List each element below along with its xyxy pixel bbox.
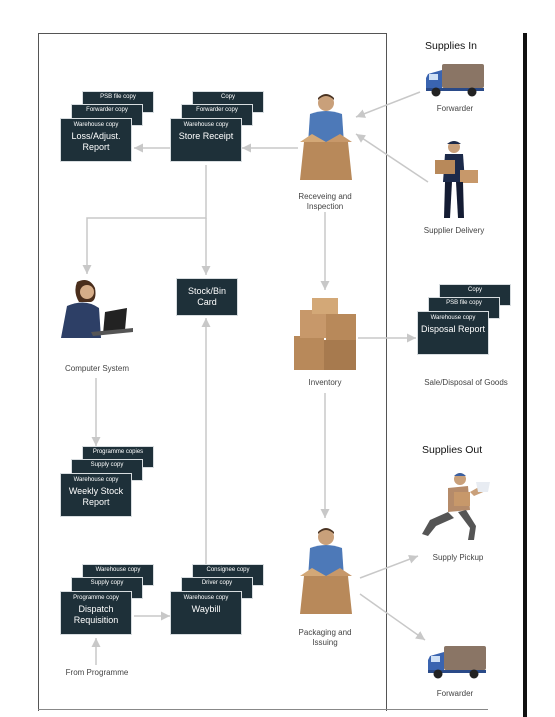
doc-front-sheet: Warehouse copy Waybill xyxy=(170,591,242,635)
doc-title: Requisition xyxy=(73,615,119,625)
doc-title: Card xyxy=(197,297,217,307)
inventory-label: Inventory xyxy=(308,378,342,387)
receiving-label-line: Inspection xyxy=(306,202,344,211)
running-courier-icon xyxy=(422,473,490,540)
computer-system-label: Computer System xyxy=(64,364,130,373)
receiving-label: Receveing and Inspection xyxy=(285,192,365,212)
arrow-forwarder-in xyxy=(355,91,421,118)
delivery-truck-icon xyxy=(426,64,484,97)
supplies-in-heading: Supplies In xyxy=(425,40,477,52)
delivery-truck-icon xyxy=(428,646,486,679)
arrow-to-supply-pickup xyxy=(359,554,419,579)
worker-with-box-icon xyxy=(300,94,352,180)
doc-title: Store Receipt xyxy=(178,131,234,141)
doc-title: Loss/Adjust. xyxy=(71,131,121,141)
supply-pickup-label: Supply Pickup xyxy=(432,553,484,562)
waybill-doc: Consignee copy Driver copy Warehouse cop… xyxy=(170,564,266,640)
doc-sheet-label: Warehouse copy xyxy=(183,122,229,128)
weekly-stock-report-doc: Programme copies Supply copy Warehouse c… xyxy=(60,446,156,522)
doc-title: Disposal Report xyxy=(420,324,486,334)
right-border xyxy=(523,33,527,717)
doc-title: Weekly Stock xyxy=(68,486,124,496)
doc-front-sheet: Warehouse copy Weekly Stock Report xyxy=(60,473,132,517)
supplies-out-heading: Supplies Out xyxy=(422,444,483,456)
doc-sheet-label: Warehouse copy xyxy=(430,315,476,321)
loss-adjust-report-doc: PSB file copy Forwarder copy Warehouse c… xyxy=(60,91,156,167)
receiving-label-line: Receveing and xyxy=(298,192,352,201)
doc-sheet-label: Warehouse copy xyxy=(183,595,229,601)
courier-icon xyxy=(435,141,478,218)
packaging-label-line: Packaging and xyxy=(298,628,352,637)
doc-title: Report xyxy=(82,497,110,507)
arrow-to-forwarder-out xyxy=(359,593,426,641)
stock-bin-card-doc: Stock/Bin Card xyxy=(176,278,238,316)
doc-sheet-label: Warehouse copy xyxy=(73,122,119,128)
worker-with-box-icon xyxy=(300,528,352,614)
doc-front-sheet: Warehouse copy Store Receipt xyxy=(170,118,242,162)
sale-disposal-label: Sale/Disposal of Goods xyxy=(424,378,508,387)
disposal-report-doc: Copy PSB file copy Warehouse copy Dispos… xyxy=(417,284,513,360)
forwarder-in-label: Forwarder xyxy=(436,104,474,113)
doc-front-sheet: Warehouse copy Loss/Adjust. Report xyxy=(60,118,132,162)
doc-title: Stock/Bin xyxy=(187,286,227,296)
arrow-store-to-computer xyxy=(82,165,207,274)
arrow-supplier-delivery xyxy=(355,133,429,183)
doc-front-sheet: Programme copy Dispatch Requisition xyxy=(60,591,132,635)
packaging-label: Packaging and Issuing xyxy=(285,628,365,648)
doc-title: Dispatch xyxy=(78,604,114,614)
bottom-border xyxy=(38,709,488,710)
doc-title: Waybill xyxy=(191,604,221,614)
doc-sheet-label: Warehouse copy xyxy=(73,477,119,483)
from-programme-label: From Programme xyxy=(65,668,129,677)
doc-sheet-label: Programme copy xyxy=(73,595,119,601)
supplier-delivery-label: Supplier Delivery xyxy=(423,226,485,235)
diagram-frame xyxy=(38,33,387,711)
stacked-boxes-icon xyxy=(294,298,356,370)
doc-title: Report xyxy=(82,142,110,152)
packaging-label-line: Issuing xyxy=(312,638,338,647)
computer-user-icon xyxy=(61,280,133,338)
dispatch-requisition-doc: Warehouse copy Supply copy Programme cop… xyxy=(60,564,156,640)
doc-front-sheet: Warehouse copy Disposal Report xyxy=(417,311,489,355)
forwarder-out-label: Forwarder xyxy=(436,689,474,698)
store-receipt-doc: Copy Forwarder copy Warehouse copy Store… xyxy=(170,91,266,167)
